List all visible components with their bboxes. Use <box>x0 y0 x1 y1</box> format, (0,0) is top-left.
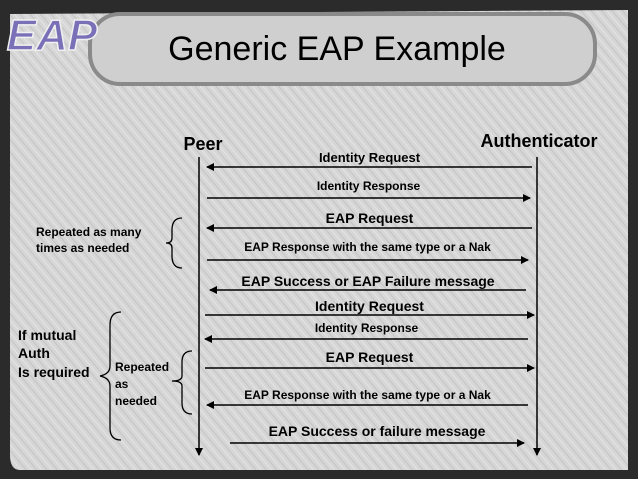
message-label: EAP Success or failure message <box>269 423 486 439</box>
mutual-auth-note: If mutual Auth Is required <box>18 327 90 380</box>
message-label: EAP Request <box>326 349 414 365</box>
eap-logo: EAP <box>7 11 98 60</box>
note-line: needed <box>115 394 157 408</box>
note-line: Repeated as many <box>36 225 142 239</box>
repeated-needed-note: Repeated as needed <box>115 360 169 408</box>
message-label: Identity Response <box>315 321 419 335</box>
note-line: as <box>115 377 129 391</box>
page-title: Generic EAP Example <box>168 30 506 68</box>
brace-repeated-needed <box>171 350 193 415</box>
note-line: If mutual <box>18 327 76 343</box>
message-7: Identity Response <box>204 321 528 343</box>
message-3: EAP Request <box>206 210 532 232</box>
message-1: Identity Request <box>206 150 532 171</box>
message-2: Identity Response <box>207 179 531 202</box>
message-8: EAP Request <box>205 349 535 372</box>
message-10: EAP Success or failure message <box>230 423 525 447</box>
note-line: Auth <box>18 345 50 361</box>
title-banner <box>88 12 597 86</box>
message-label: Identity Response <box>317 179 421 193</box>
message-label: Identity Request <box>315 298 424 314</box>
slide-background <box>10 10 628 470</box>
message-label: EAP Success or EAP Failure message <box>241 273 494 289</box>
repeated-many-note: Repeated as many times as needed <box>36 225 142 255</box>
message-5: EAP Success or EAP Failure message <box>209 273 526 294</box>
note-line: Is required <box>18 364 90 380</box>
message-label: EAP Response with the same type or a Nak <box>244 388 491 402</box>
note-line: Repeated <box>115 360 169 374</box>
brace-repeated-many <box>165 217 183 269</box>
peer-label: Peer <box>183 134 222 154</box>
message-label: EAP Request <box>326 210 414 226</box>
brace-mutual-auth <box>99 311 122 441</box>
message-9: EAP Response with the same type or a Nak <box>206 388 528 409</box>
note-line: times as needed <box>36 241 129 255</box>
message-label: Identity Request <box>319 150 421 165</box>
message-6: Identity Request <box>205 298 535 319</box>
message-4: EAP Response with the same type or a Nak <box>207 240 529 264</box>
message-label: EAP Response with the same type or a Nak <box>244 240 491 254</box>
authenticator-label: Authenticator <box>481 131 598 151</box>
